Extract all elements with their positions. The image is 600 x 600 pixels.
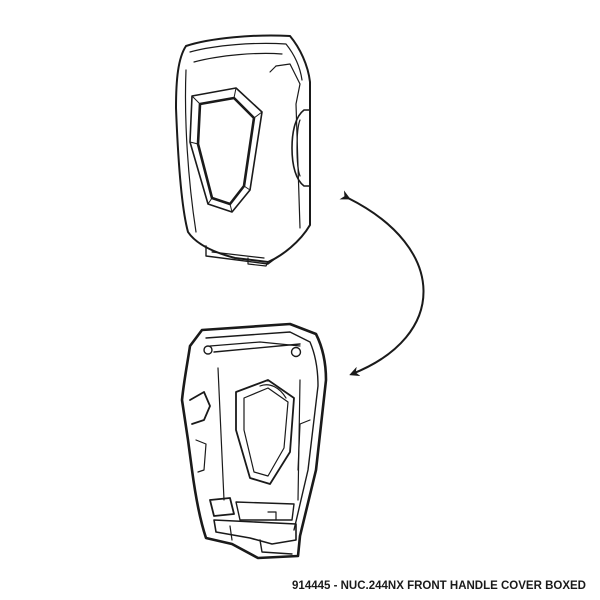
double-headed-arrow xyxy=(339,190,425,377)
part-caption: 914445 - NUC.244NX FRONT HANDLE COVER BO… xyxy=(292,580,586,592)
front-cover-outer-part xyxy=(175,34,311,267)
cover-shell-inner-part xyxy=(180,322,328,560)
